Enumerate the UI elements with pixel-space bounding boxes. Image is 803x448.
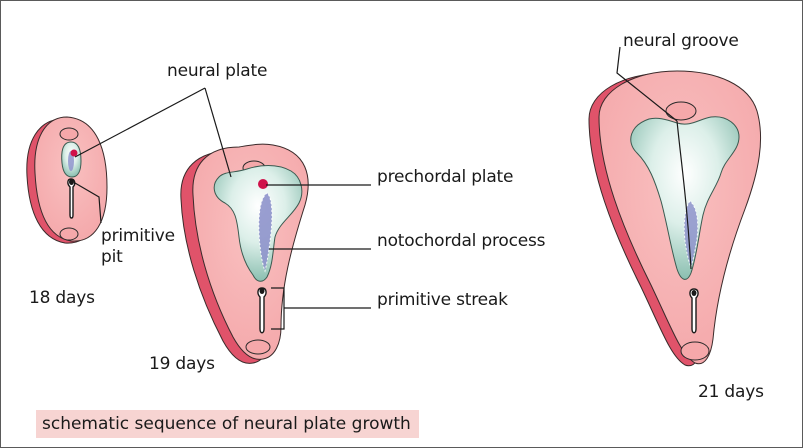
leader-lines [75,47,677,329]
label-primitive-pit-line2: pit [101,247,123,267]
label-21-days: 21 days [698,382,764,402]
primitive-pit-21 [692,290,697,296]
figure-caption: schematic sequence of neural plate growt… [36,410,419,438]
label-19-days: 19 days [149,354,215,374]
prechordal-plate-dot-19 [258,179,268,189]
label-18-days: 18 days [29,288,95,308]
prechordal-plate-dot-18 [71,150,78,157]
label-primitive-streak: primitive streak [377,290,508,310]
primitive-pit-19 [260,288,265,294]
label-neural-plate: neural plate [167,61,267,81]
embryo-19-days [181,144,308,363]
label-notochordal-process: notochordal process [377,231,545,251]
label-neural-groove: neural groove [623,31,739,51]
primitive-pit-18 [69,179,74,185]
embryo-18-days [27,117,107,243]
label-primitive-pit-line1: primitive [101,226,175,246]
embryo-21-days [589,71,761,366]
label-prechordal-plate: prechordal plate [377,167,513,187]
